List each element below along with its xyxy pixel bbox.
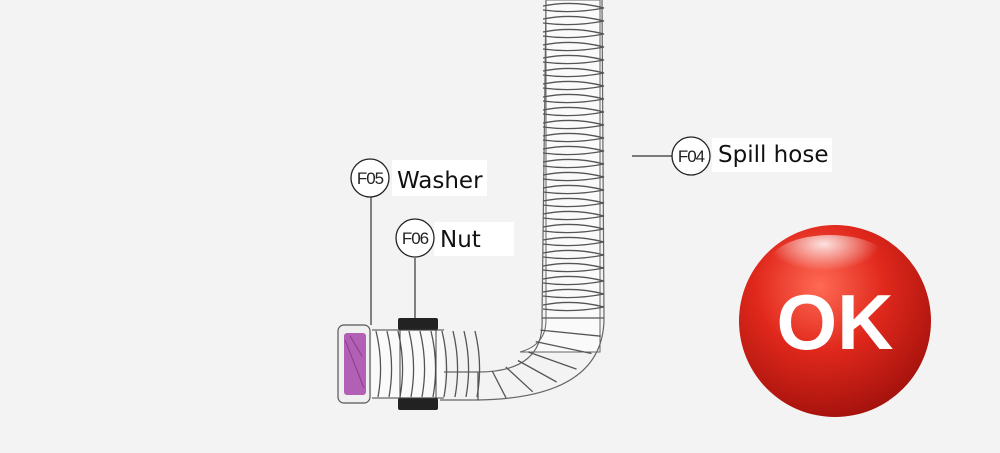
hose-coil bbox=[408, 330, 415, 398]
hose-coil bbox=[542, 54, 605, 65]
callout-f06-circle bbox=[395, 218, 435, 258]
ok-badge-text: OK bbox=[777, 278, 894, 366]
hose-coil bbox=[542, 197, 605, 208]
hose-coil bbox=[542, 80, 605, 91]
washer bbox=[337, 324, 371, 404]
hose-coil bbox=[452, 330, 459, 398]
hose-coil bbox=[474, 330, 481, 398]
callout-f05: F05 Washer bbox=[350, 158, 487, 198]
hose-coil bbox=[491, 370, 507, 399]
hose-coil bbox=[540, 329, 601, 337]
hose-coil bbox=[542, 41, 605, 52]
hose-coil bbox=[542, 67, 605, 78]
hose-coil bbox=[397, 330, 404, 398]
hose-coil bbox=[542, 223, 605, 234]
hose-coil bbox=[542, 301, 605, 312]
hose-coil bbox=[527, 351, 577, 370]
callout-f04-code: F04 bbox=[678, 147, 705, 166]
hose-coil bbox=[430, 330, 437, 398]
hose-coil bbox=[386, 330, 393, 398]
hose-coil bbox=[542, 145, 605, 156]
hose-coil bbox=[542, 119, 605, 130]
callout-f05-code: F05 bbox=[357, 169, 384, 188]
callout-f04-name: Spill hose bbox=[718, 142, 828, 168]
hose-coil bbox=[542, 249, 605, 260]
hose-coil bbox=[375, 330, 382, 398]
callout-f04-circle bbox=[671, 136, 711, 176]
hose-coil bbox=[542, 236, 605, 247]
hose-coil bbox=[505, 366, 534, 393]
hose-coil bbox=[542, 171, 605, 182]
callout-f04: F04 Spill hose bbox=[671, 136, 832, 176]
nut bbox=[398, 318, 438, 410]
hose-coil bbox=[542, 262, 605, 273]
hose-coil bbox=[542, 28, 605, 39]
hose-coil bbox=[542, 93, 605, 104]
callout-f06-name: Nut bbox=[440, 227, 481, 253]
hose-coil bbox=[419, 330, 426, 398]
spill-hose bbox=[372, 0, 605, 401]
hose-coil bbox=[542, 15, 605, 26]
callout-f05-name: Washer bbox=[397, 168, 483, 194]
hose-coil bbox=[542, 132, 605, 143]
callout-f06-code: F06 bbox=[402, 229, 429, 248]
hose-coil bbox=[535, 340, 592, 355]
hose-coil bbox=[517, 359, 557, 383]
hose-coil bbox=[542, 275, 605, 286]
hose-coil bbox=[542, 106, 605, 117]
ok-badge: OK bbox=[739, 225, 931, 417]
hose-coil bbox=[441, 330, 448, 398]
hose-coil bbox=[542, 184, 605, 195]
hose-coil bbox=[542, 2, 605, 13]
callout-f05-circle bbox=[350, 158, 390, 198]
hose-coil bbox=[542, 210, 605, 221]
callout-f06: F06 Nut bbox=[395, 218, 514, 258]
hose-coil bbox=[542, 288, 605, 299]
hose-coil bbox=[463, 330, 470, 398]
hose-coil bbox=[542, 158, 605, 169]
